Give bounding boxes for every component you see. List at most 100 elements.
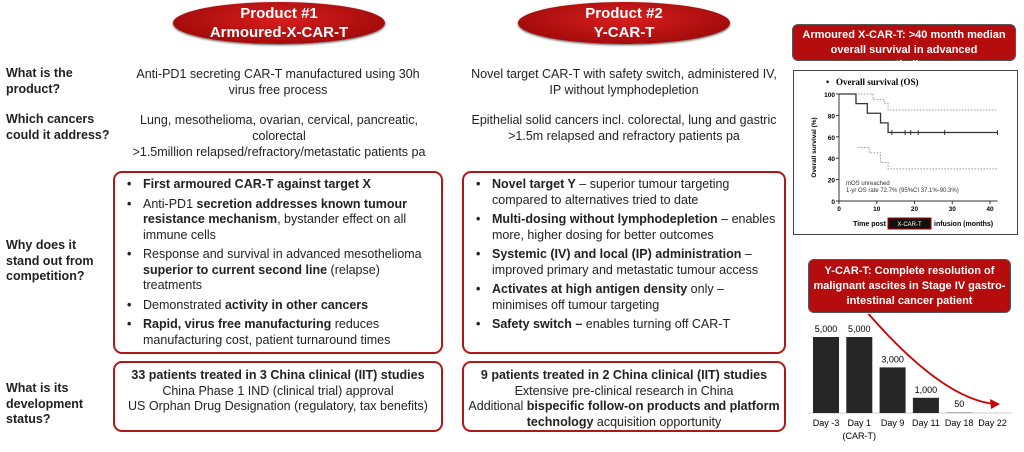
category-label: Day 11 xyxy=(912,418,940,428)
text: acquisition opportunity xyxy=(593,414,722,429)
product-2-why-box: Novel target Y – superior tumour targeti… xyxy=(462,171,786,354)
text: – improved primary and metastatic tumour… xyxy=(492,247,759,277)
text: reduces manufacturing cost, patient turn… xyxy=(143,317,391,347)
x-axis-tag-box xyxy=(887,217,932,230)
km-curve-1 xyxy=(857,93,998,111)
product-1-header: Product #1 Armoured-X-CAR-T xyxy=(173,2,385,44)
bullet-item: Response and survival in advanced mesoth… xyxy=(125,247,433,294)
bold-text: activity in other cancers xyxy=(224,297,369,312)
bullet-item: Activates at high antigen density only –… xyxy=(474,282,776,313)
text: Additional xyxy=(468,399,527,413)
y-tick-label: 100 xyxy=(824,92,835,99)
bold-text: superior to current second line xyxy=(143,262,328,277)
x-axis-tag: X-CAR-T xyxy=(897,222,922,228)
x-axis-label-post: infusion (months) xyxy=(934,221,993,228)
bold-text: secretion addresses known tumour resista… xyxy=(143,196,407,227)
bar-day9 xyxy=(879,367,906,413)
bar-day1 xyxy=(846,337,873,413)
bold-text: Safety switch – xyxy=(492,317,583,331)
product-2-status-box: 9 patients treated in 2 China clinical (… xyxy=(462,361,786,432)
bold-text: bispecific follow-on products and platfo… xyxy=(526,399,780,429)
trend-arrow xyxy=(867,314,996,405)
cancer-list: Epithelial solid cancers incl. colorecta… xyxy=(471,113,777,127)
y-tick-label: 60 xyxy=(828,135,836,142)
bar-value-label: 5,000 xyxy=(848,324,871,334)
bold-text: Systemic (IV) and local (IP) administrat… xyxy=(492,247,742,261)
product-number: Product #2 xyxy=(585,5,663,22)
product-1-status-box: 33 patients treated in 3 China clinical … xyxy=(113,361,443,432)
text: Extensive pre-clinical research in China xyxy=(514,383,734,398)
product-2-what: Novel target CAR-T with safety switch, a… xyxy=(471,67,777,97)
bold-text: Multi-dosing without lymphodepletion xyxy=(492,212,718,226)
text: enables turning off CAR-T xyxy=(582,317,731,331)
text: Response and survival in advanced mesoth… xyxy=(143,247,422,261)
bold-text: Activates at high antigen density xyxy=(492,282,688,296)
category-label: Day 9 xyxy=(881,418,905,428)
x-tick-label: 30 xyxy=(949,206,957,213)
bar-value-label: 5,000 xyxy=(815,324,838,334)
status-line: Additional bispecific follow-on products… xyxy=(464,399,784,430)
text: Anti-PD1 xyxy=(143,196,197,211)
row-label-why: Why does it stand out from competition? xyxy=(6,238,94,283)
text: US Orphan Drug Designation (regulatory, … xyxy=(128,399,428,413)
text: China Phase 1 IND (clinical trial) appro… xyxy=(162,383,394,398)
row-label-status: What is its development status? xyxy=(6,381,84,426)
bullet-item: Multi-dosing without lymphodepletion – e… xyxy=(474,212,776,243)
x-tick-label: 10 xyxy=(873,206,881,213)
text: (relapse) treatments xyxy=(143,262,380,293)
text: Demonstrated xyxy=(143,297,225,312)
patient-count: >1.5million relapsed/refractory/metastat… xyxy=(132,145,426,159)
product-2-header: Product #2 Y-CAR-T xyxy=(518,2,730,44)
x-axis-label-pre: Time post xyxy=(853,221,887,228)
arrow-head-icon xyxy=(990,399,1000,409)
bullet-item: Demonstrated activity in other cancers xyxy=(125,298,433,314)
cancer-list: Lung, mesothelioma, ovarian, cervical, p… xyxy=(140,113,418,143)
status-line: 33 patients treated in 3 China clinical … xyxy=(115,368,441,384)
status-line: 9 patients treated in 2 China clinical (… xyxy=(464,368,784,384)
bold-text: Rapid, virus free manufacturing xyxy=(143,317,332,331)
product-number: Product #1 xyxy=(240,5,318,22)
bar-value-label: 3,000 xyxy=(881,354,904,364)
row-label-what: What is the product? xyxy=(6,66,73,96)
bold-text: 33 patients treated in 3 China clinical … xyxy=(131,368,425,382)
bullet-item: Novel target Y – superior tumour targeti… xyxy=(474,177,776,208)
product-1-which: Lung, mesothelioma, ovarian, cervical, p… xyxy=(118,112,440,160)
bullet-item: Safety switch – enables turning off CAR-… xyxy=(474,317,776,333)
bold-text: 9 patients treated in 2 China clinical (… xyxy=(480,368,768,382)
text: – enables more, higher dosing for better… xyxy=(492,212,776,242)
bullet-item: First armoured CAR-T against target X xyxy=(125,177,433,193)
product-name: Armoured-X-CAR-T xyxy=(209,24,349,41)
text: only – minimises off tumour targeting xyxy=(492,282,725,312)
x-tick-label: 0 xyxy=(837,206,841,213)
bullet-item: Anti-PD1 secretion addresses known tumou… xyxy=(125,197,433,244)
patient-count: >1.5m relapsed and refractory patients p… xyxy=(508,129,740,143)
bar-callout: Y-CAR-T: Complete resolution of malignan… xyxy=(808,259,1011,313)
product-1-why-box: First armoured CAR-T against target X Ant… xyxy=(113,171,443,354)
category-label: Day 22 xyxy=(978,418,1007,428)
bar-day-3 xyxy=(813,337,839,413)
category-label: Day 18 xyxy=(945,418,974,428)
y-axis-label: Overall survival (%) xyxy=(811,117,818,177)
km-curve-0 xyxy=(839,93,998,134)
text: , bystander effect on all immune cells xyxy=(143,212,407,242)
y-tick-label: 0 xyxy=(831,199,835,206)
annotation-line: 1-yr OS rate 72.7% (95%CI 37.1%-90.3%) xyxy=(846,188,959,194)
annotation-line: mOS unreached xyxy=(846,181,890,187)
x-tick-label: 20 xyxy=(911,206,919,213)
bullet-item: Systemic (IV) and local (IP) administrat… xyxy=(474,247,776,278)
row-label-which: Which cancers could it address? xyxy=(6,112,110,142)
chart-bullet: • xyxy=(826,77,829,87)
category-label: Day -3 xyxy=(813,418,840,428)
category-sublabel: (CAR-T) xyxy=(843,431,877,441)
chart-title: Overall survival (OS) xyxy=(836,77,919,87)
y-tick-label: 80 xyxy=(828,113,836,120)
bar-value-label: 50 xyxy=(954,399,964,409)
x-tick-label: 40 xyxy=(986,206,994,213)
text: – superior tumour targeting compared to … xyxy=(492,177,730,207)
y-tick-label: 40 xyxy=(828,156,836,163)
status-line: China Phase 1 IND (clinical trial) appro… xyxy=(115,384,441,400)
status-line: Extensive pre-clinical research in China xyxy=(464,384,784,400)
product-1-what: Anti-PD1 secreting CAR-T manufactured us… xyxy=(136,67,420,97)
bar-day18 xyxy=(946,412,973,414)
